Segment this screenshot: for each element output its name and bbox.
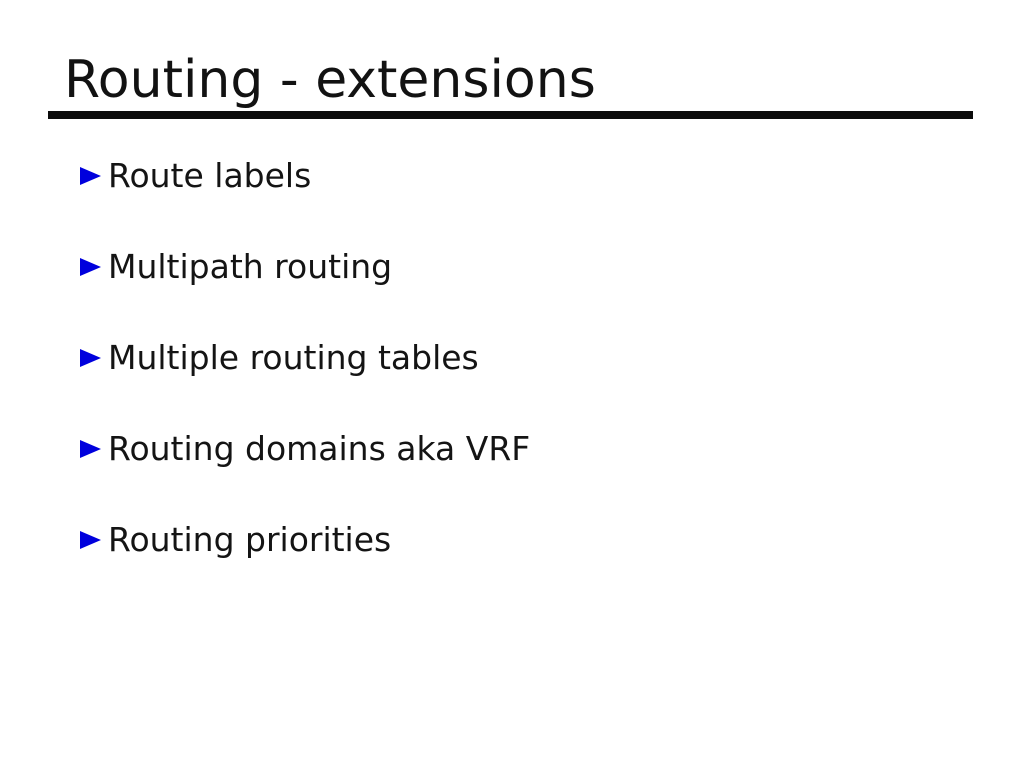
triangle-bullet-icon	[80, 349, 101, 367]
list-item: Route labels	[80, 156, 530, 196]
triangle-bullet-icon	[80, 440, 101, 458]
bullet-label: Multiple routing tables	[108, 338, 479, 377]
title-underline-rule	[48, 111, 973, 119]
triangle-bullet-icon	[80, 167, 101, 185]
bullet-list: Route labels Multipath routing Multiple …	[80, 156, 530, 611]
bullet-label: Route labels	[108, 156, 312, 195]
list-item: Routing domains aka VRF	[80, 429, 530, 469]
bullet-label: Routing priorities	[108, 520, 392, 559]
list-item: Multipath routing	[80, 247, 530, 287]
triangle-bullet-icon	[80, 258, 101, 276]
triangle-bullet-icon	[80, 531, 101, 549]
list-item: Routing priorities	[80, 520, 530, 560]
slide-title: Routing - extensions	[64, 50, 596, 110]
bullet-label: Multipath routing	[108, 247, 393, 286]
bullet-label: Routing domains aka VRF	[108, 429, 531, 468]
list-item: Multiple routing tables	[80, 338, 530, 378]
